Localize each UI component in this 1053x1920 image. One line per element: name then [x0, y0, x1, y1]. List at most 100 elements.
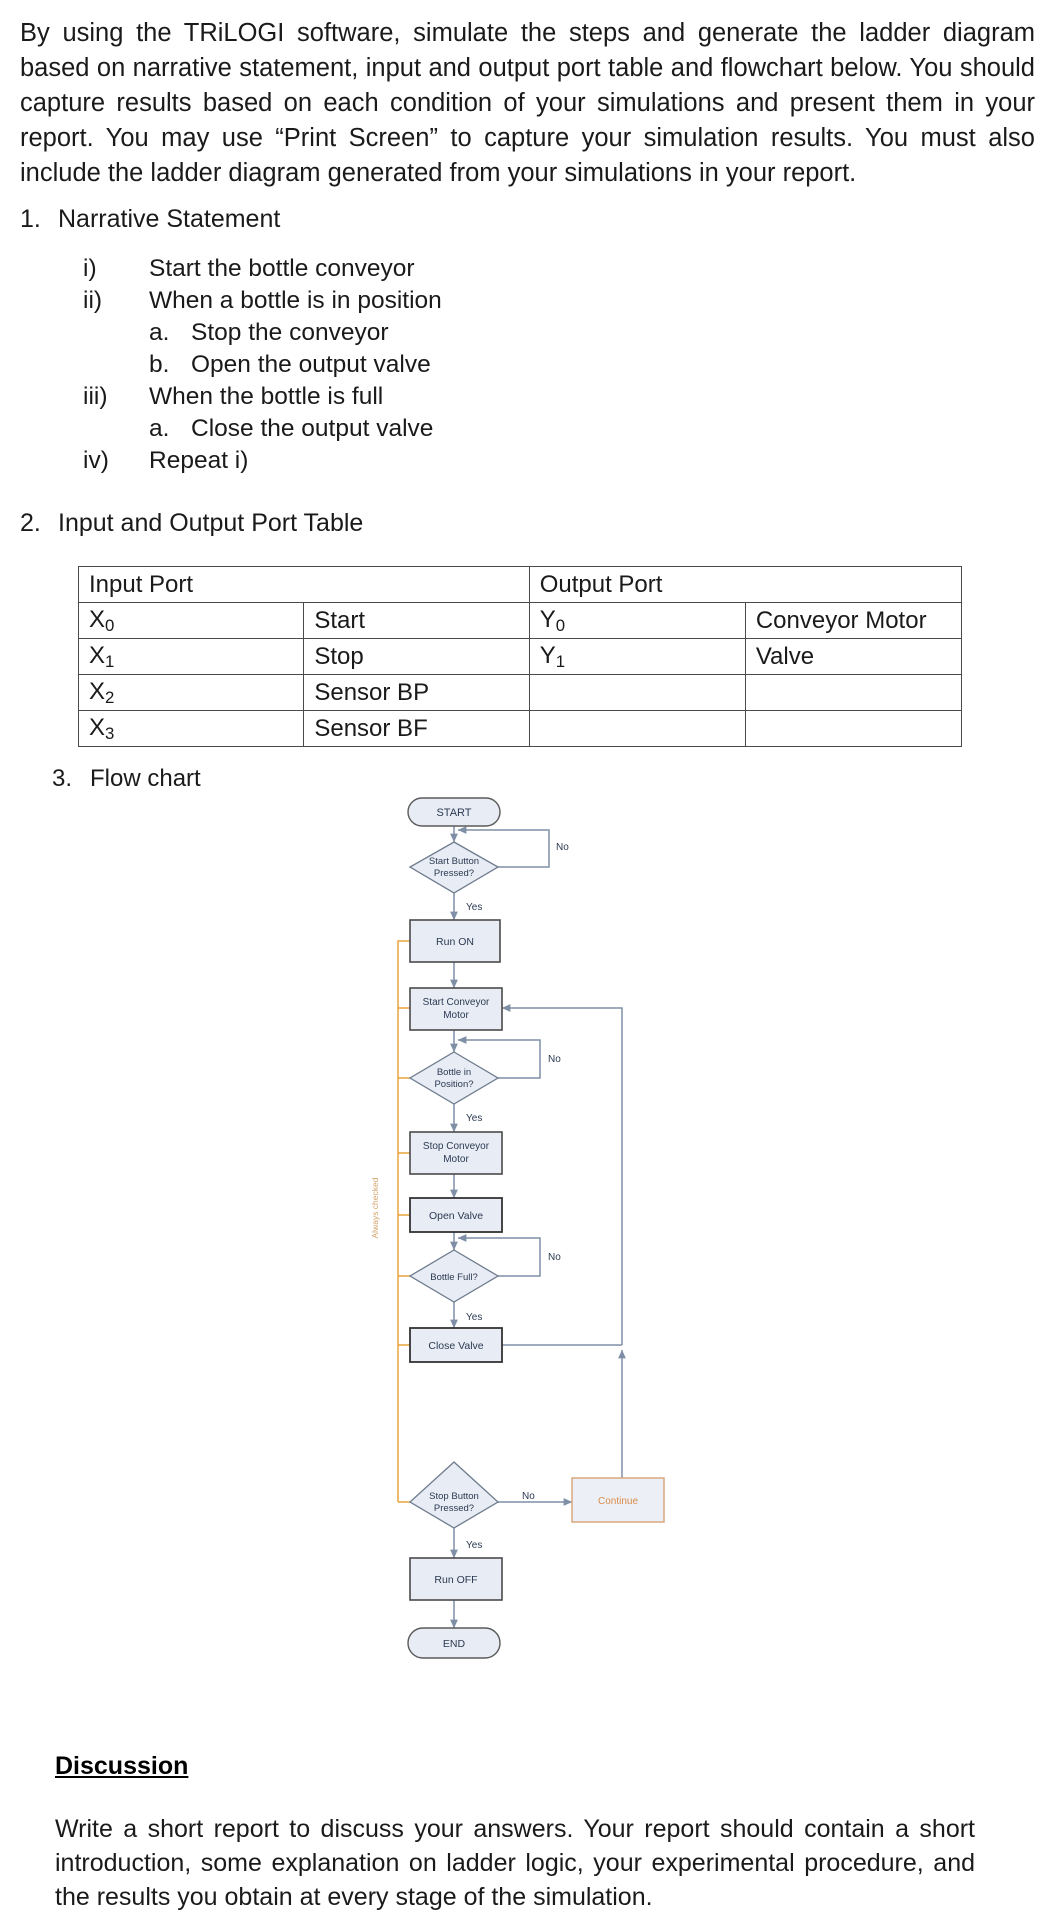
list-item: i) Start the bottle conveyor — [83, 253, 442, 285]
cell-input-port: X1 — [77, 638, 305, 675]
sublist-marker: a. — [149, 319, 170, 346]
flow-node-close-valve: Close Valve — [409, 1327, 503, 1363]
flow-node-bottle-full: Bottle Full? — [408, 1249, 500, 1303]
list-subitem: a. Stop the conveyor — [83, 317, 442, 349]
cell-output-port: Y0 — [528, 602, 746, 639]
output-port-symbol: Y — [539, 605, 556, 633]
sublist-marker: a. — [149, 415, 170, 442]
list-marker: iii) — [83, 383, 108, 410]
flow-label-run-off: Run OFF — [434, 1574, 477, 1586]
flow-label-bottle-full: Bottle Full? — [430, 1272, 478, 1283]
flowchart-annotation-always-checked: Always checked — [370, 1177, 380, 1238]
flow-label-stop-button-l1: Stop Button — [429, 1491, 479, 1502]
list-marker: ii) — [83, 287, 103, 314]
output-port-symbol: Y — [539, 641, 556, 669]
flow-label-run-on: Run ON — [436, 936, 474, 948]
table-header-input-port: Input Port — [78, 566, 530, 603]
list-subitem: a. Close the output valve — [83, 413, 442, 445]
discussion-heading: Discussion — [55, 1752, 189, 1780]
cell-input-name: Sensor BP — [303, 674, 530, 711]
table-row: X1 Stop Y1 Valve — [77, 638, 963, 675]
flow-node-stop-button: Stop Button Pressed? — [408, 1461, 500, 1529]
list-text: When a bottle is in position — [149, 287, 442, 314]
flow-node-run-on: Run ON — [409, 919, 501, 963]
section-2-heading: 2. Input and Output Port Table — [20, 509, 363, 538]
flow-label-start: START — [436, 807, 471, 819]
flow-label-end: END — [443, 1638, 466, 1650]
cell-input-port: X0 — [77, 602, 305, 639]
input-port-index: 3 — [105, 723, 115, 743]
cell-output-name: Conveyor Motor — [744, 602, 963, 639]
flow-node-stop-conveyor: Stop Conveyor Motor — [409, 1131, 503, 1175]
flow-label-continue: Continue — [598, 1496, 638, 1507]
section-2-number: 2. — [20, 509, 41, 537]
flow-label-start-conveyor-l2: Motor — [443, 1010, 469, 1021]
list-item: iii) When the bottle is full — [83, 381, 442, 413]
edge-label-yes-2: Yes — [466, 1113, 482, 1124]
flow-label-start-conveyor-l1: Start Conveyor — [423, 997, 490, 1008]
flow-node-start: START — [407, 797, 501, 827]
table-header-output-port: Output Port — [528, 566, 963, 603]
edge-label-yes-1: Yes — [466, 902, 482, 913]
section-3-title: Flow chart — [90, 765, 201, 792]
output-port-index: 0 — [555, 615, 566, 635]
cell-input-port: X3 — [77, 710, 305, 747]
input-port-symbol: X — [89, 641, 106, 669]
sublist-marker: b. — [149, 351, 170, 378]
table-row: X0 Start Y0 Conveyor Motor — [77, 602, 963, 639]
cell-output-port-empty — [528, 674, 746, 711]
list-item: ii) When a bottle is in position — [83, 285, 442, 317]
list-text: When the bottle is full — [149, 383, 384, 410]
sublist-text: Close the output valve — [191, 415, 434, 442]
cell-output-name: Valve — [744, 638, 963, 675]
input-port-index: 1 — [105, 651, 115, 671]
table-header-row: Input Port Output Port — [78, 566, 963, 603]
flow-node-start-conveyor: Start Conveyor Motor — [409, 987, 503, 1031]
list-marker: i) — [83, 255, 97, 282]
narrative-list: i) Start the bottle conveyor ii) When a … — [83, 253, 442, 477]
section-3-number: 3. — [52, 765, 73, 792]
flow-node-end: END — [407, 1627, 501, 1659]
input-port-symbol: X — [89, 605, 106, 633]
list-item: iv) Repeat i) — [83, 445, 442, 477]
flow-node-bottle-in-position: Bottle in Position? — [408, 1051, 500, 1105]
cell-input-name: Sensor BF — [303, 710, 530, 747]
cell-input-name: Start — [303, 602, 530, 639]
flow-label-start-button-l1: Start Button — [429, 856, 479, 867]
flow-node-continue: Continue — [571, 1477, 665, 1523]
input-port-symbol: X — [89, 677, 106, 705]
flow-label-open-valve: Open Valve — [429, 1210, 483, 1222]
intro-paragraph: By using the TRiLOGI software, simulate … — [20, 19, 1035, 187]
section-3-heading: 3. Flow chart — [52, 765, 201, 793]
section-1-heading: 1.Narrative Statement — [20, 205, 280, 234]
list-text: Start the bottle conveyor — [149, 255, 415, 282]
edge-label-no-1: No — [556, 842, 569, 853]
section-1-title: Narrative Statement — [58, 205, 281, 233]
edge-label-yes-3: Yes — [466, 1312, 482, 1323]
cell-output-port: Y1 — [528, 638, 746, 675]
table-row: X3 Sensor BF — [77, 710, 963, 747]
discussion-body: Write a short report to discuss your ans… — [55, 1815, 975, 1911]
flow-label-close-valve: Close Valve — [428, 1340, 483, 1352]
cell-output-name-empty — [744, 710, 963, 747]
sublist-text: Stop the conveyor — [191, 319, 389, 346]
flow-label-stop-conveyor-l1: Stop Conveyor — [423, 1141, 490, 1152]
section-2-title: Input and Output Port Table — [58, 509, 364, 537]
flow-label-start-button-l2: Pressed? — [434, 868, 474, 879]
flow-node-run-off: Run OFF — [409, 1557, 503, 1601]
cell-input-port: X2 — [77, 674, 305, 711]
list-text: Repeat i) — [149, 447, 249, 474]
sublist-text: Open the output valve — [191, 351, 431, 378]
cell-output-name-empty — [744, 674, 963, 711]
edge-label-no-2: No — [548, 1054, 561, 1065]
flow-node-start-button: Start Button Pressed? — [408, 841, 500, 894]
flow-label-stop-conveyor-l2: Motor — [443, 1154, 469, 1165]
input-port-symbol: X — [89, 713, 106, 741]
list-marker: iv) — [83, 447, 109, 474]
table-row: X2 Sensor BP — [77, 674, 963, 711]
cell-input-name: Stop — [303, 638, 530, 675]
list-subitem: b. Open the output valve — [83, 349, 442, 381]
edge-label-no-4: No — [522, 1491, 535, 1502]
port-table: Input Port Output Port X0 Start Y0 Conve… — [77, 566, 963, 747]
edge-label-no-3: No — [548, 1252, 561, 1263]
